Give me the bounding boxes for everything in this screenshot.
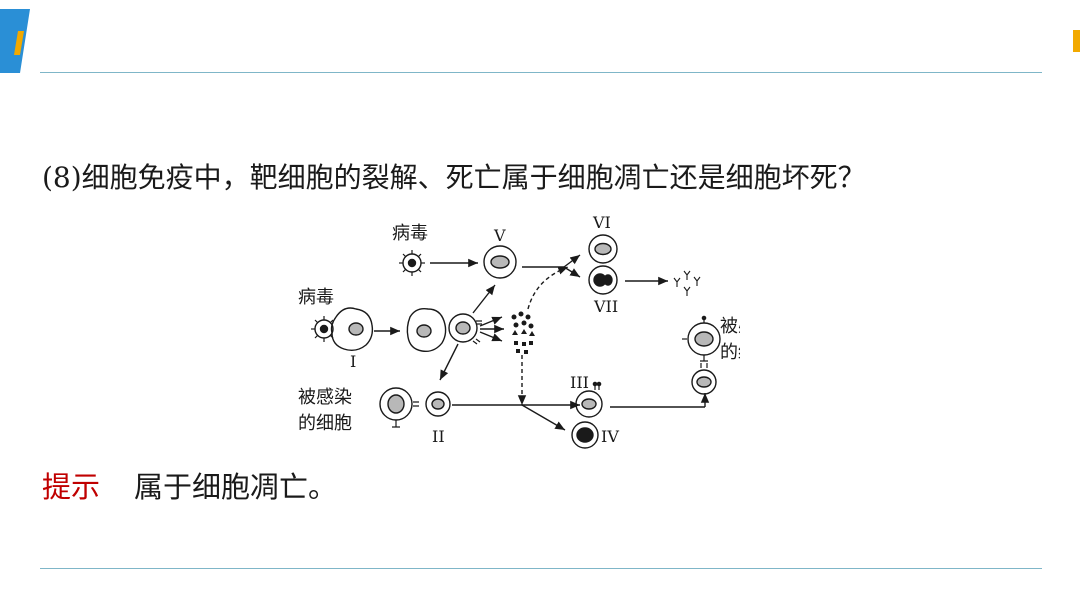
roman-label-II: II [432, 427, 445, 446]
immune-diagram: 病毒 病毒 被感染 的细胞 被感染 的细胞 I II III IV V VI V… [298, 213, 740, 449]
lymphokine-dots [511, 311, 535, 354]
effector-t-cell [691, 369, 717, 395]
bottom-divider [40, 568, 1042, 569]
hint-text: 属于细胞凋亡。 [134, 470, 338, 504]
right-accent-bar [1073, 30, 1080, 52]
infected-cell-right [682, 315, 721, 368]
hint-line: 提示属于细胞凋亡。 [42, 464, 337, 506]
macrophage-I [330, 307, 374, 352]
infected-label-right-2: 的细胞 [720, 342, 740, 363]
virus-label-left: 病毒 [298, 287, 334, 308]
cell-III [575, 381, 603, 418]
antibodies-icon [673, 270, 701, 296]
title-accent-shape [0, 9, 30, 73]
roman-label-III: III [570, 373, 589, 392]
roman-label-VII: VII [593, 297, 618, 316]
infected-label-left-2: 的细胞 [298, 413, 352, 434]
hint-label: 提示 [42, 470, 101, 504]
roman-label-IV: IV [601, 427, 619, 446]
virus-left-icon [311, 316, 334, 342]
cell-VI [588, 234, 618, 264]
virus-top-icon [399, 250, 425, 276]
roman-label-I: I [350, 352, 356, 371]
cell-IV [571, 421, 599, 449]
infected-label-left-1: 被感染 [298, 387, 352, 408]
t-helper-cell [448, 313, 482, 345]
infected-label-right-1: 被感染 [720, 316, 740, 337]
macrophage-presenting [406, 307, 447, 353]
cell-VII [588, 265, 618, 295]
infected-cell-left [379, 387, 413, 428]
top-divider [40, 72, 1042, 73]
cell-V [483, 245, 517, 279]
cell-II [425, 391, 451, 417]
question-text: (8)细胞免疫中，靶细胞的裂解、死亡属于细胞凋亡还是细胞坏死？ [42, 161, 866, 194]
virus-label-top: 病毒 [392, 223, 428, 244]
roman-label-V: V [493, 226, 506, 245]
roman-label-VI: VI [592, 213, 611, 232]
